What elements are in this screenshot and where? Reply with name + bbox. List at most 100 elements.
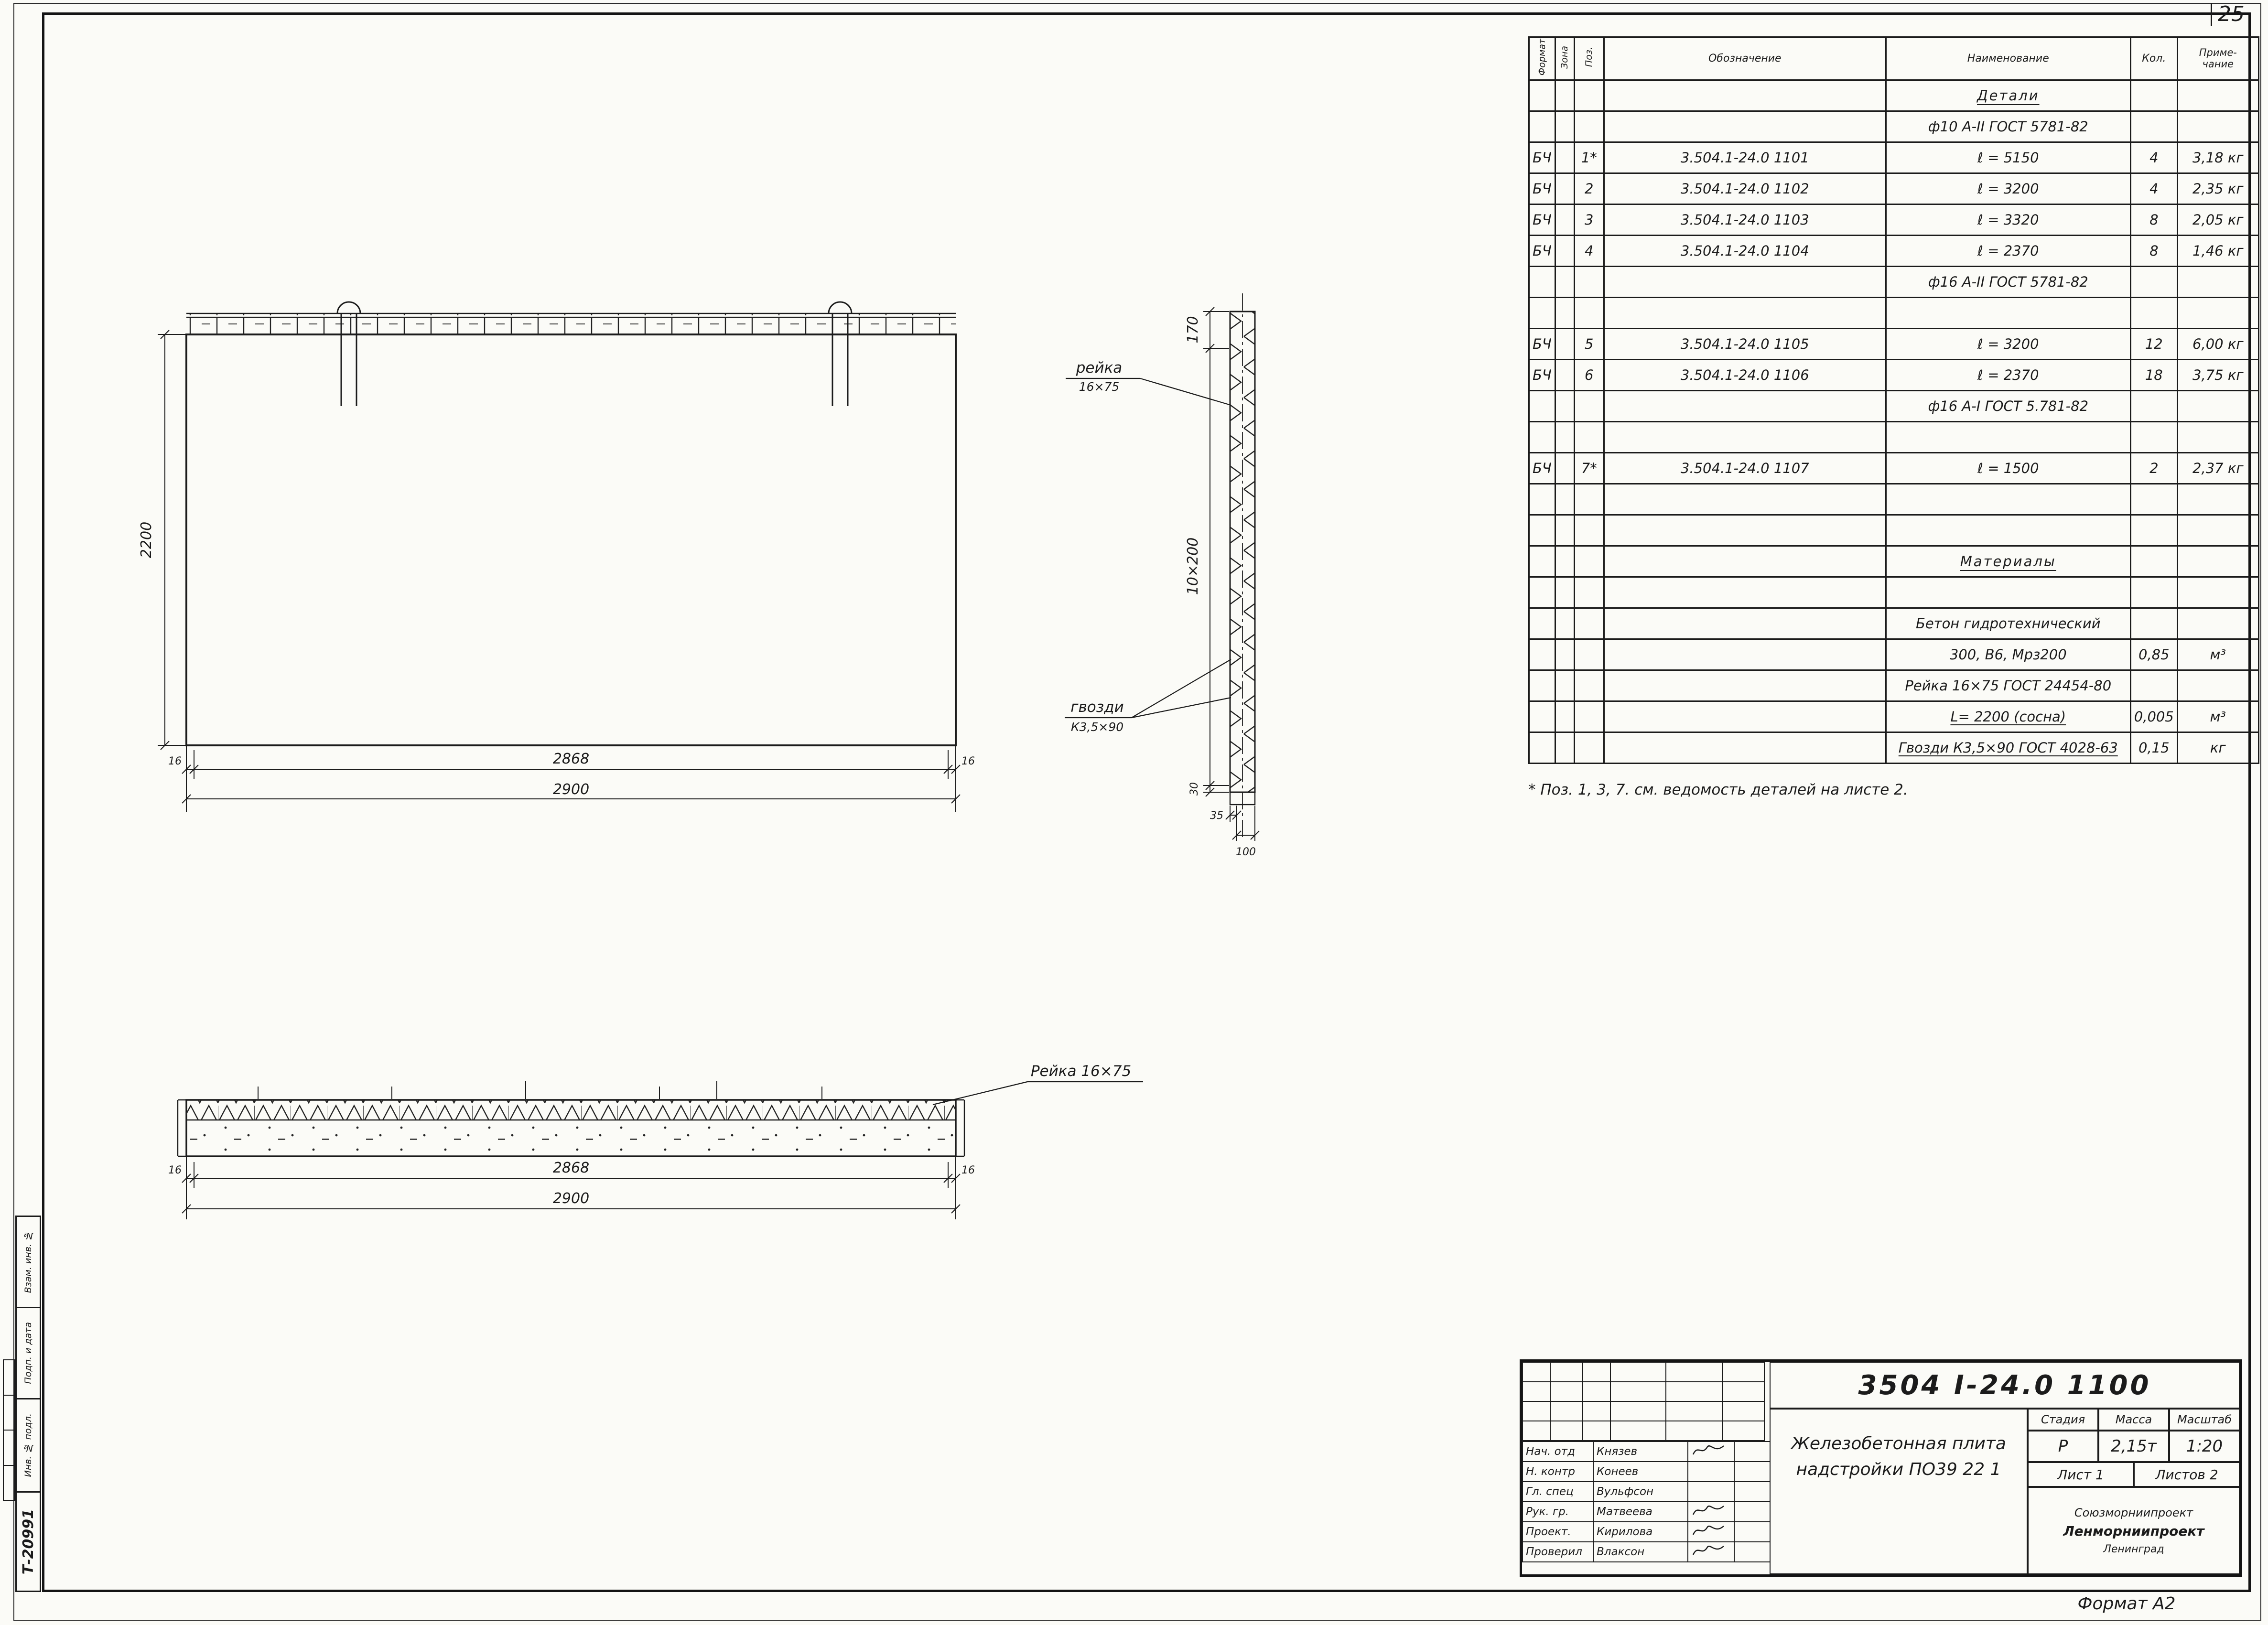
spec-cell-pos [1573,607,1605,640]
staff-name: Вульфсон [1593,1481,1688,1502]
spec-cell-pos [1573,669,1605,702]
plan-edge-offset-left-label: 16 [168,1164,182,1176]
format-note: Формат А2 [2077,1594,2176,1614]
revision-row [1522,1362,1765,1382]
document-title: Железобетонная плита надстройки ПО39 22 … [1770,1409,2028,1574]
staff-name: Матвеева [1593,1501,1688,1522]
spec-cell-qty: 12 [2129,328,2178,360]
plan-outer-width-dim-label: 2900 [553,1190,589,1207]
staff-date [1734,1481,1771,1502]
spec-cell-pos: 1* [1573,141,1605,174]
rail-annotation-line1: рейка [1076,359,1123,377]
spec-cell-qty: 8 [2129,235,2178,267]
spec-cell-name: ℓ = 3200 [1885,328,2131,360]
staff-signature [1687,1541,1735,1562]
document-number: 3504 I-24.0 1100 [1770,1362,2240,1409]
spec-cell-designation [1603,669,1887,702]
spec-cell-format [1528,390,1556,422]
spec-cell-format [1528,638,1556,671]
spec-cell-qty [2129,421,2178,453]
spec-cell-name: ℓ = 2370 [1885,235,2131,267]
spec-cell-designation: 3.504.1-24.0 1103 [1603,204,1887,236]
sheet-number: Лист 1 [2028,1462,2134,1487]
spec-cell-qty: 4 [2129,172,2178,205]
spec-cell-designation: 3.504.1-24.0 1106 [1603,359,1887,391]
spec-cell-pos [1573,514,1605,547]
left-margin-stamp: Взам. инв. № Подп. и дата Инв. № подл. Т… [15,1216,41,1592]
spec-row: Бетон гидротехнический [1528,607,2259,640]
front-inner-width-dim-label: 2868 [553,751,589,767]
spec-cell-pos: 6 [1573,359,1605,391]
spec-cell-format: БЧ [1528,204,1556,236]
staff-signature [1687,1521,1735,1542]
spec-row: ф10 А-II ГОСТ 5781-82 [1528,110,2259,143]
spec-cell-name: ℓ = 5150 [1885,141,2131,174]
signature-squiggle [1692,1506,1724,1515]
spec-header-note: Приме- чание [2176,36,2259,81]
spec-cell-qty [2129,607,2178,640]
spec-cell-pos [1573,110,1605,143]
spec-cell-note: кг [2176,732,2259,764]
plan-edge-offset-right-label: 16 [961,1164,975,1176]
lifting-loop-right [828,301,853,314]
mass-header: Масса [2098,1409,2169,1431]
spec-cell-format [1528,700,1556,733]
spec-cell-zone [1554,638,1575,671]
sheet-outer-border [13,3,2261,1621]
spec-cell-name: ℓ = 3320 [1885,204,2131,236]
spec-cell-zone [1554,576,1575,609]
spec-cell-note [2176,421,2259,453]
spec-cell-note: м³ [2176,700,2259,733]
plan-inner-width-dim-label: 2868 [553,1160,589,1176]
spec-cell-name: ф16 А-I ГОСТ 5.781-82 [1885,390,2131,422]
spec-cell-qty [2129,297,2178,329]
spec-footnote: * Поз. 1, 3, 7. см. ведомость деталей на… [1528,781,1908,798]
front-edge-offset-left-label: 16 [168,755,182,767]
spec-row: ф16 А-I ГОСТ 5.781-82 [1528,390,2259,422]
spec-cell-name: ℓ = 3200 [1885,172,2131,205]
spec-cell-name: Рейка 16×75 ГОСТ 24454-80 [1885,669,2131,702]
spec-cell-pos [1573,297,1605,329]
stamp-label: Подп. и дата [23,1322,33,1384]
spec-cell-note [2176,483,2259,516]
staff-name: Кирилова [1593,1521,1688,1542]
spec-cell-pos: 4 [1573,235,1605,267]
spec-cell-name: ф10 А-II ГОСТ 5781-82 [1885,110,2131,143]
staff-role: Проект. [1522,1521,1594,1542]
spec-header-format: Формат [1528,36,1556,81]
document-title-line1: Железобетонная плита [1791,1434,2006,1453]
spec-cell-designation [1603,390,1887,422]
spec-cell-qty: 18 [2129,359,2178,391]
spec-cell-note [2176,297,2259,329]
spec-cell-zone [1554,235,1575,267]
spec-cell-zone [1554,328,1575,360]
spec-cell-zone [1554,669,1575,702]
spec-cell-qty [2129,545,2178,578]
inventory-cell [4,1431,14,1466]
spec-cell-format: БЧ [1528,172,1556,205]
staff-name: Влаксон [1593,1541,1688,1562]
revision-row [1522,1421,1765,1441]
spec-cell-name [1885,576,2131,609]
spec-cell-zone [1554,421,1575,453]
specification-table-wrap: Формат Зона Поз. Обозначение Наименовани… [1528,36,2259,798]
front-outer-width-dim-label: 2900 [553,781,589,798]
staff-date [1734,1461,1771,1482]
spec-cell-designation [1603,110,1887,143]
spec-cell-zone [1554,141,1575,174]
staff-date [1734,1441,1771,1462]
